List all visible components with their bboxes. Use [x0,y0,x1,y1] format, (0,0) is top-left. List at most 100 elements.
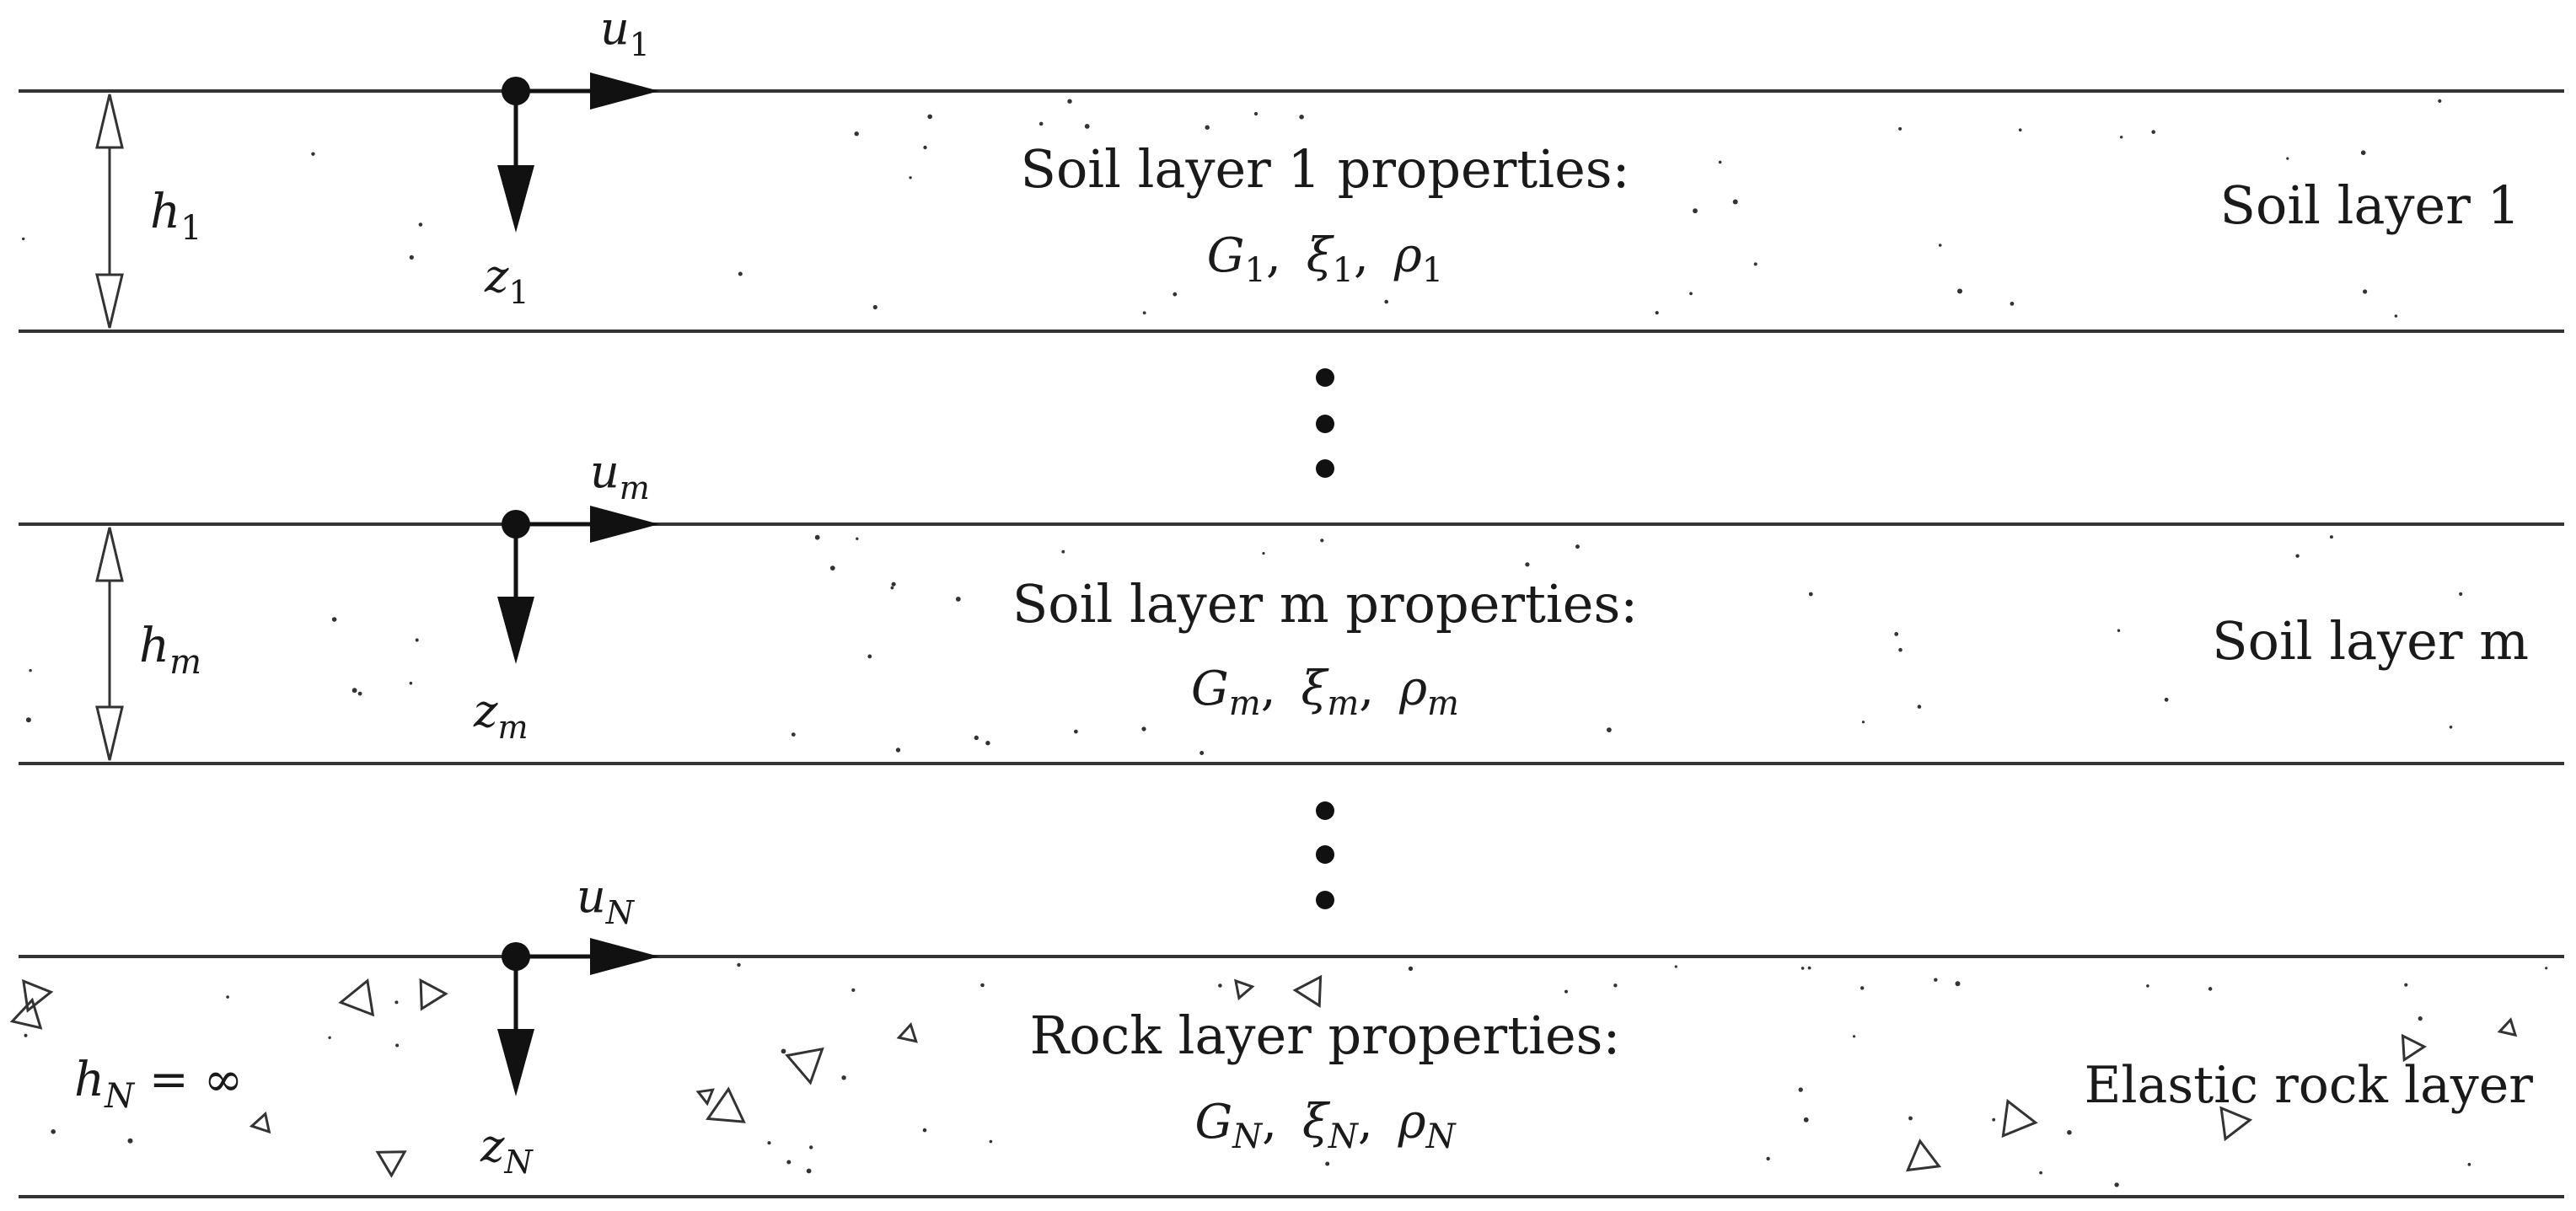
texture-dot [809,1145,813,1149]
texture-dot [989,1139,993,1144]
texture-dot [1718,160,1722,164]
texture-dot [311,152,315,156]
dimension-arrowhead-up [95,527,124,582]
texture-dot [2545,967,2548,970]
displacement-label-layer-m: um [590,445,650,506]
texture-dot [1894,632,1899,636]
texture-dot [22,237,25,241]
texture-dot [127,1138,133,1144]
texture-dot [922,1128,927,1133]
z-arrowhead [497,597,534,664]
texture-dot [226,995,229,999]
ellipsis-dot [1316,891,1334,909]
texture-dot [2208,987,2213,991]
texture-dot [851,988,856,992]
rock-fragment-triangle [2401,1033,2427,1063]
texture-dot [328,1036,331,1040]
texture-dot [737,962,741,967]
separator-ellipsis-1 [1316,368,1334,478]
texture-dot [2394,314,2398,318]
texture-dot [395,1043,400,1048]
texture-dot [2418,1016,2423,1021]
texture-dot [2146,984,2149,988]
u-arrowhead [590,938,659,975]
texture-dot [1908,1116,1913,1121]
texture-dot [2151,130,2155,134]
rock-fragment-triangle [2001,1098,2038,1139]
rock-fragment-triangle [9,997,43,1030]
texture-dot [1898,126,1902,131]
rock-fragment-triangle [706,1086,746,1123]
texture-dot [2329,535,2333,539]
layer-boundaries [19,89,2564,1198]
layer-name-layer-1: Soil layer 1 [2220,174,2520,236]
texture-dot [1689,292,1693,296]
texture-dot [1205,125,1210,130]
texture-dot [1655,311,1659,315]
texture-dot [2114,1182,2119,1187]
thickness-dimension-layer-1 [95,94,124,329]
texture-dot [394,1000,399,1005]
texture-dot [1299,115,1304,120]
texture-dot [786,1160,792,1165]
texture-dot [1575,544,1580,549]
texture-dot [1917,705,1922,709]
texture-dot [1955,981,1961,987]
texture-dot [1898,647,1902,652]
ellipsis-dot [1316,801,1334,820]
texture-dot [1957,288,1962,294]
texture-dot [1798,1087,1803,1092]
texture-dot [1564,989,1568,994]
ellipsis-dot [1316,368,1334,387]
texture-dot [985,741,990,746]
texture-dot [1938,244,1942,247]
texture-dot [738,271,743,276]
texture-dot [2459,592,2463,597]
properties-params-layer-1: G1,ξ1,ρ1 [1207,228,1443,290]
texture-dot [854,131,859,137]
texture-dot [409,255,414,260]
texture-dot [1732,199,1738,205]
thickness-label-layer-1: h1 [150,185,202,248]
texture-dot [2018,128,2022,131]
texture-dot [1525,562,1530,567]
u-arrowhead [590,506,659,543]
layer-texture [9,99,2548,1187]
texture-dot [2363,289,2368,294]
texture-dot [352,688,357,694]
displacement-label-layer-1: u1 [600,2,650,63]
ellipsis-dot [1316,459,1334,478]
texture-dot [1807,966,1811,970]
texture-dot [841,1075,846,1080]
texture-dot [1860,986,1865,990]
texture-dot [1613,983,1618,988]
texture-dot [1992,1117,1996,1122]
u-arrowhead [590,72,659,110]
dimension-arrowhead-down [95,273,124,329]
texture-dot [409,681,413,685]
rock-fragment-triangle [785,1047,824,1085]
texture-dot [895,747,901,753]
texture-dot [891,581,896,587]
texture-dot [2039,1171,2043,1175]
texture-dot [1674,965,1677,968]
texture-dot [1262,552,1265,555]
ellipsis-dot [1316,845,1334,864]
texture-dot [418,222,423,227]
texture-dot [955,597,961,602]
texture-dot [1173,292,1178,297]
rock-fragment-triangle [338,978,375,1017]
texture-dot [29,668,32,672]
rock-fragment-triangle [375,1150,407,1178]
displacement-label-rock-layer: uN [577,870,636,931]
rock-fragment-triangle [695,1088,715,1107]
texture-dot [1084,124,1090,129]
coordinate-axes-layer-1 [497,72,659,233]
texture-dot [890,586,894,590]
properties-heading-layer-1: Soil layer 1 properties: [1021,138,1630,200]
texture-dot [1199,751,1205,755]
texture-dot [1253,111,1258,116]
texture-dot [923,145,927,150]
depth-label-layer-m: zm [473,684,529,746]
texture-dot [1142,311,1146,315]
